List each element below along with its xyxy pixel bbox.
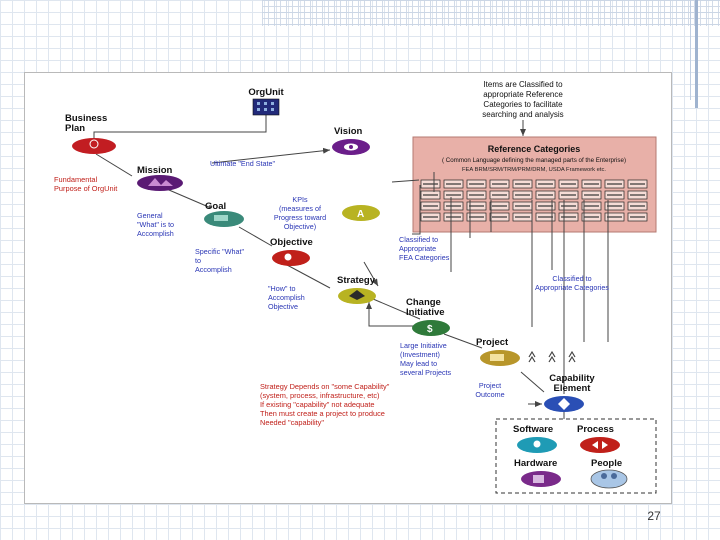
capability-components-box (495, 418, 657, 494)
header-accent-line (690, 0, 691, 100)
fundamental-purpose-line-1: Fundamental (54, 175, 97, 184)
classified-appropriate-line-1: Classified to (552, 274, 591, 283)
general-what-line-3: Accomplish (137, 229, 174, 238)
capability-element-icon (544, 396, 584, 412)
svg-text:A: A (357, 209, 364, 220)
mission-icon (137, 175, 183, 191)
fundamental-purpose-line-2: Purpose of OrgUnit (54, 184, 117, 193)
specific-what-line-1: Specific "What" (195, 247, 244, 256)
strategy-depends-line-5: Needed "capability" (260, 418, 324, 427)
project-label: Project (476, 337, 509, 348)
reference-categories-subtitle: ( Common Language defining the managed p… (442, 157, 626, 164)
page-number: 27 (647, 509, 661, 523)
kpis-line-4: Objective) (284, 222, 316, 231)
large-initiative-line-3: May lead to (400, 359, 437, 368)
how-to-line-1: "How" to (268, 284, 295, 293)
change-initiative-label-line-1: Change (406, 297, 441, 308)
strategy-depends-line-4: Then must create a project to produce (260, 409, 385, 418)
large-initiative-line-1: Large Initiative (400, 341, 447, 350)
business-plan-label-line-2: Plan (65, 123, 85, 134)
kpis-line-2: (measures of (279, 204, 321, 213)
reference-note-line-4: searching and analysis (482, 110, 563, 119)
large-initiative-line-2: (Investment) (400, 350, 440, 359)
change-initiative-icon: $ (412, 320, 450, 336)
general-what-line-1: General (137, 211, 163, 220)
business-plan-label-line-1: Business (65, 113, 107, 124)
reference-categories-panel (412, 136, 657, 233)
reference-note-line-2: appropriate Reference (483, 90, 563, 99)
project-outcome-line-1: Project (479, 381, 501, 390)
reference-note-line-3: Categories to facilitate (483, 100, 563, 109)
hardware-label: Hardware (514, 458, 557, 469)
reference-frameworks: FEA BRM/SRM/TRM/PRM/DRM, USDA Framework … (462, 167, 606, 173)
reference-category-cells (420, 179, 648, 222)
end-state-annotation: Ultimate "End State" (210, 159, 275, 168)
org-unit-label: OrgUnit (248, 87, 284, 98)
how-to-line-3: Objective (268, 302, 298, 311)
goal-label: Goal (205, 201, 226, 212)
objective-label: Objective (270, 237, 313, 248)
up-arrow-marks (528, 350, 576, 363)
hardware-icon (521, 471, 561, 487)
project-icon (480, 350, 520, 366)
header-pattern (262, 0, 720, 26)
how-to-line-2: Accomplish (268, 293, 305, 302)
kpis-line-1: KPIs (292, 195, 308, 204)
software-label: Software (513, 424, 553, 435)
strategy-depends-line-3: If existing "capability" not adequate (260, 400, 375, 409)
classified-fea-line-2: Appropriate (399, 244, 436, 253)
general-what-line-2: "What" is to (137, 220, 174, 229)
software-icon (517, 437, 557, 453)
header-accent-bar (695, 0, 698, 108)
org-unit-icon (252, 98, 280, 116)
large-initiative-line-4: several Projects (400, 368, 452, 377)
reference-categories-title: Reference Categories (488, 144, 581, 154)
strategy-icon (338, 288, 376, 304)
capability-element-label-line-1: Capability (549, 373, 595, 384)
process-label: Process (577, 424, 614, 435)
change-initiative-label-line-2: Initiative (406, 307, 445, 318)
enterprise-architecture-diagram: Reference Categories ( Common Language d… (54, 80, 657, 494)
people-icon (590, 469, 628, 489)
strategy-label: Strategy (337, 275, 376, 286)
people-label: People (591, 458, 622, 469)
capability-element-label-line-2: Element (554, 383, 592, 394)
specific-what-line-3: Accomplish (195, 265, 232, 274)
kpis-line-3: Progress toward (274, 213, 326, 222)
strategy-depends-line-1: Strategy Depends on "some Capability" (260, 382, 390, 391)
business-plan-icon (72, 138, 116, 154)
goal-icon (204, 211, 244, 227)
classified-fea-line-3: FEA Categories (399, 253, 450, 262)
vision-icon (332, 139, 370, 155)
vision-label: Vision (334, 126, 363, 137)
project-outcome-line-2: Outcome (475, 390, 504, 399)
objective-icon (272, 250, 310, 266)
kpis-icon: A (342, 205, 380, 221)
reference-note-line-1: Items are Classified to (483, 80, 563, 89)
classified-appropriate-line-2: Appropriate Categories (535, 283, 609, 292)
process-icon (580, 437, 620, 453)
classified-fea-line-1: Classified to (399, 235, 438, 244)
strategy-depends-line-2: (system, process, infrastructure, etc) (260, 391, 380, 400)
mission-label: Mission (137, 165, 173, 176)
svg-text:$: $ (427, 324, 433, 335)
specific-what-line-2: to (195, 256, 201, 265)
